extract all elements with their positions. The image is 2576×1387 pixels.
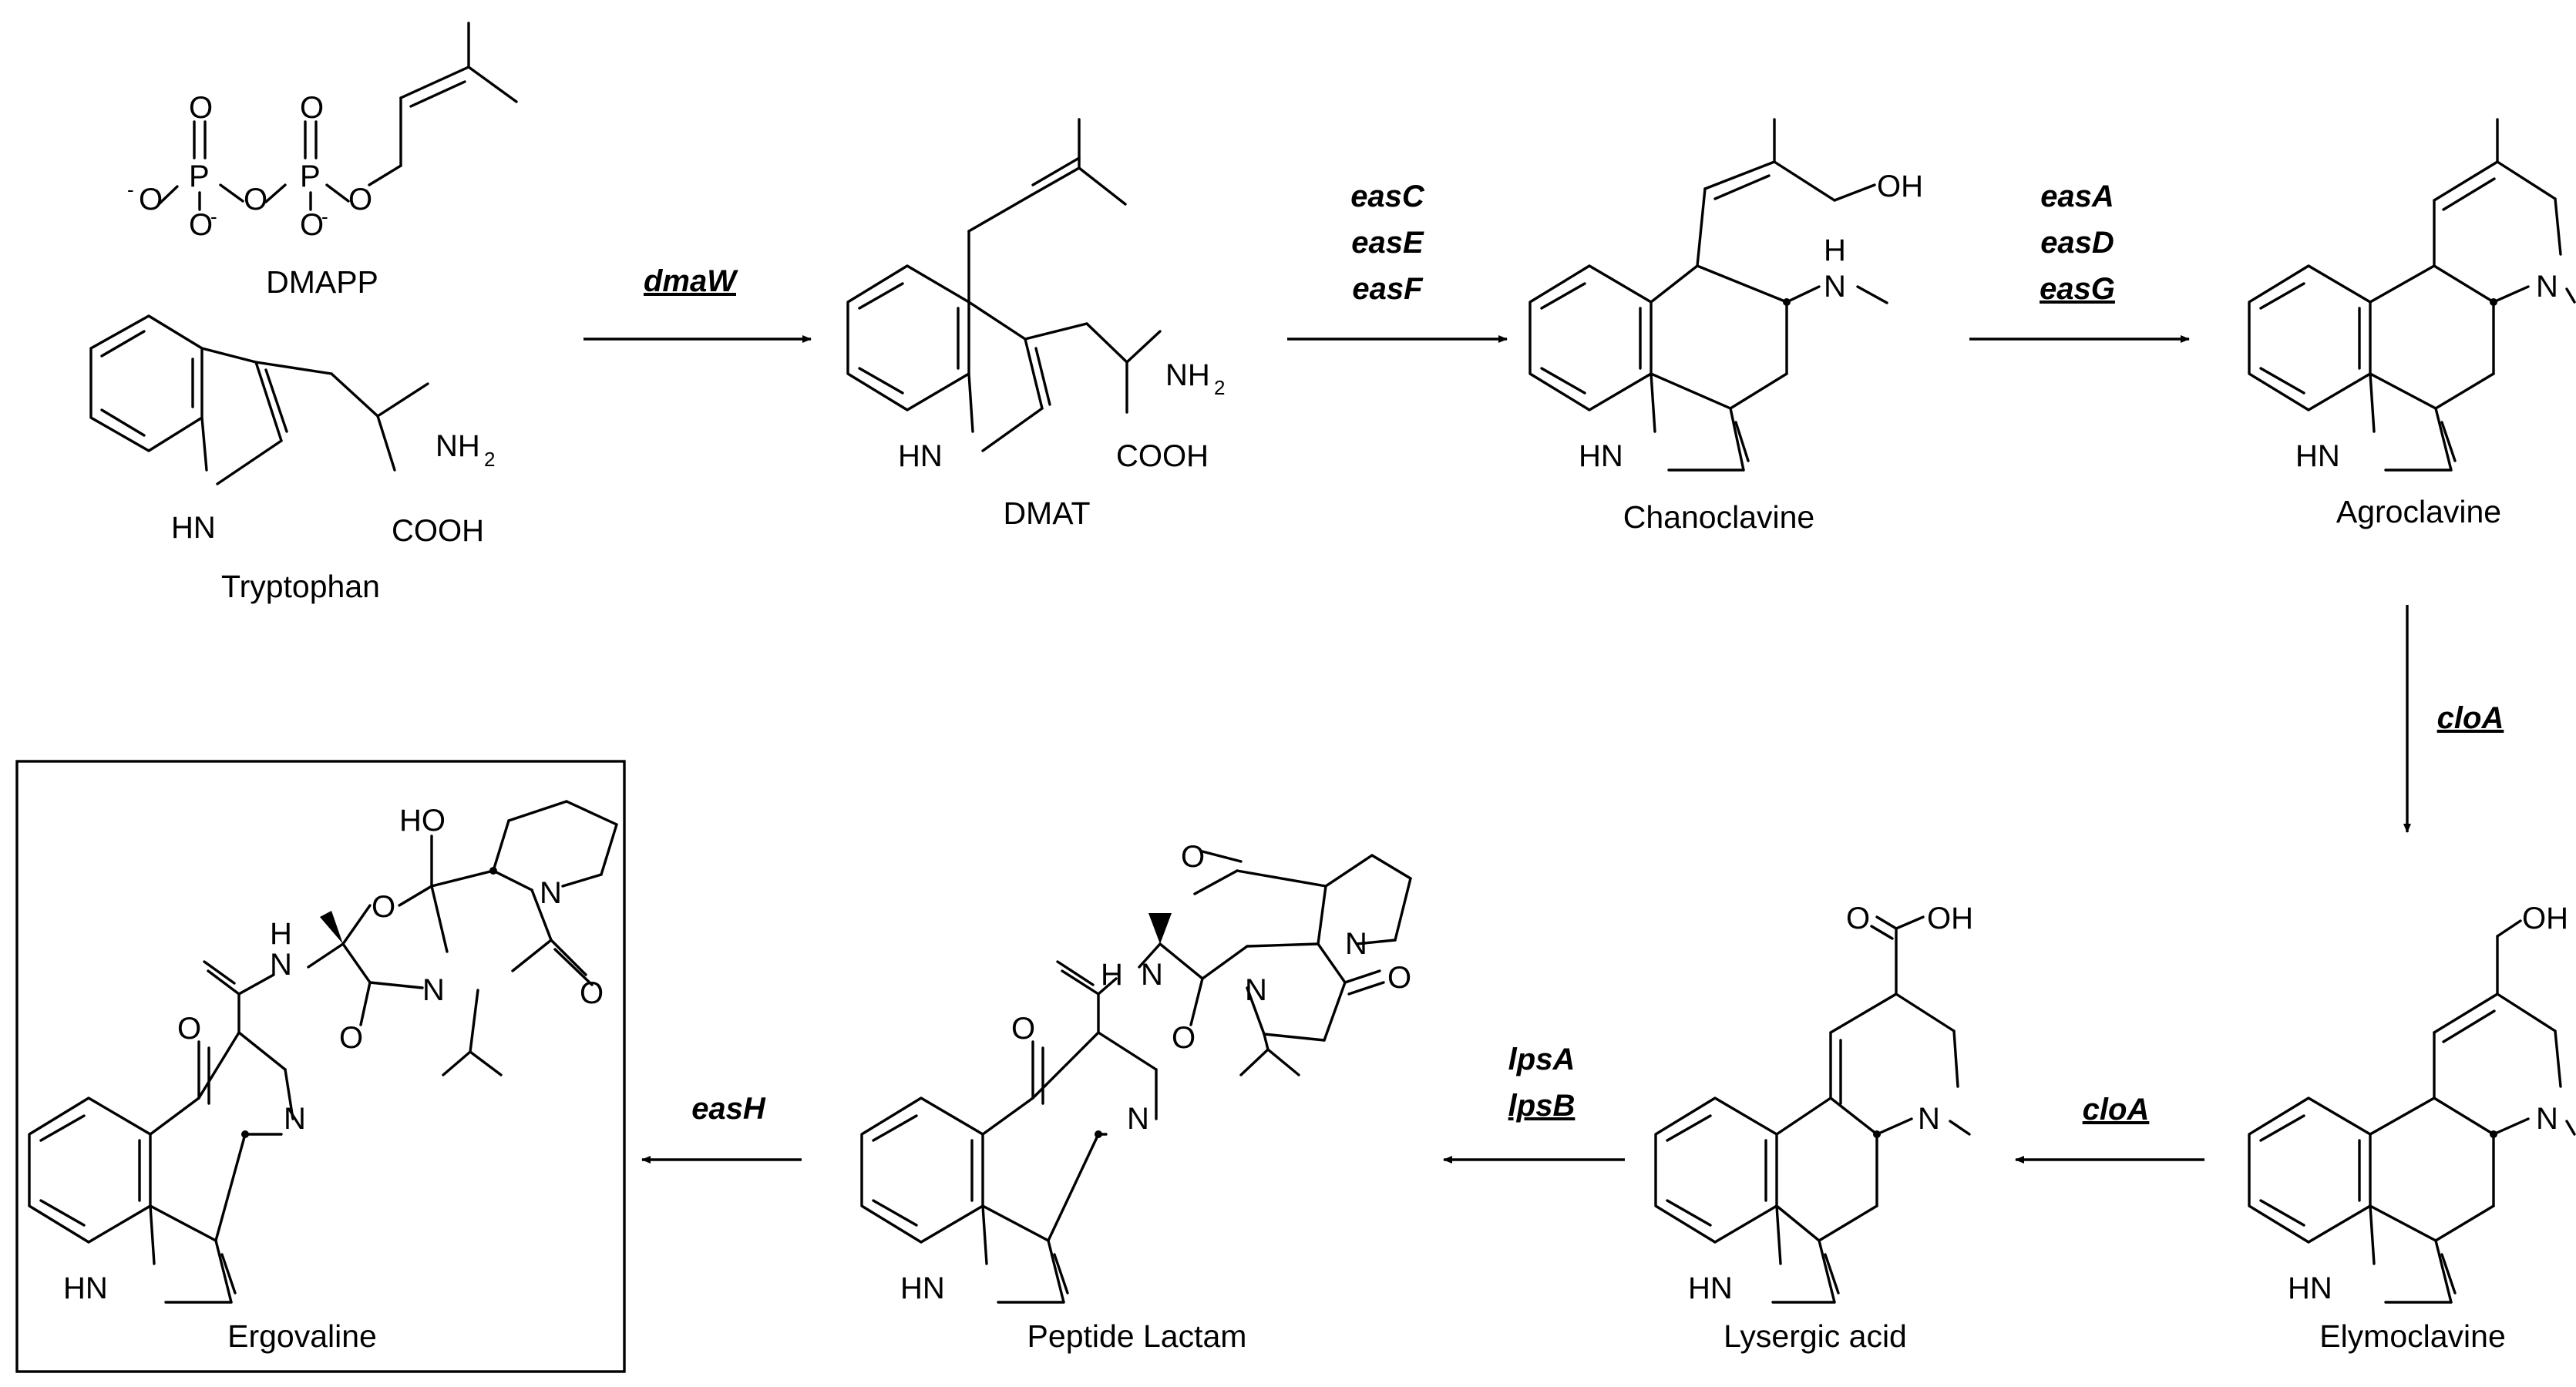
chanoclavine-structure: HN N H OH bbox=[1528, 118, 1923, 473]
atom-hn: HN bbox=[1688, 1271, 1733, 1305]
label-dmat: DMAT bbox=[1003, 495, 1090, 531]
atom-n: N bbox=[1141, 958, 1163, 992]
atom-o: O bbox=[1846, 902, 1870, 935]
label-chanoclavine: Chanoclavine bbox=[1623, 499, 1814, 535]
atom-n: N bbox=[540, 876, 562, 910]
atom-oh: OH bbox=[1877, 170, 1923, 203]
atom-nh2: NH bbox=[1165, 358, 1210, 392]
gene-easG: easG bbox=[2040, 272, 2115, 306]
atom-n: N bbox=[284, 1102, 306, 1136]
atom-o: O bbox=[1011, 1012, 1035, 1046]
label-elymoclavine: Elymoclavine bbox=[2319, 1318, 2506, 1354]
atom-n: N bbox=[2536, 1102, 2558, 1136]
atom-o: O bbox=[300, 208, 324, 242]
atom-h: H bbox=[270, 917, 292, 951]
atom-p: P bbox=[189, 160, 210, 193]
gene-easD: easD bbox=[2040, 226, 2114, 260]
atom-o: O bbox=[1181, 840, 1205, 874]
atom-n: N bbox=[1245, 973, 1267, 1007]
atom-p: P bbox=[300, 160, 321, 193]
dmat-structure: HN NH 2 COOH bbox=[846, 118, 1225, 473]
label-dmapp: DMAPP bbox=[266, 264, 378, 300]
atom-hn: HN bbox=[63, 1271, 108, 1305]
elymoclavine-structure: HN N OH bbox=[2248, 902, 2576, 1305]
atom-hn: HN bbox=[2288, 1271, 2332, 1305]
atom-n: N bbox=[1824, 270, 1846, 304]
atom-o: O bbox=[1172, 1021, 1196, 1055]
ergovaline-structure: HN N O N H O HO O N N O bbox=[28, 800, 618, 1305]
atom-n: N bbox=[270, 948, 292, 982]
atom-ho: HO bbox=[399, 804, 446, 838]
atom-o: O bbox=[189, 208, 213, 242]
lysergic-acid-structure: HN N O OH bbox=[1654, 902, 1973, 1305]
peptide-lactam-structure: HN N O H N O N O N O bbox=[860, 840, 1412, 1305]
atom-oh: OH bbox=[2522, 902, 2568, 935]
subscript: 2 bbox=[1214, 376, 1225, 399]
agroclavine-structure: HN N bbox=[2248, 118, 2576, 473]
ergovaline-box bbox=[15, 760, 626, 1373]
label-agroclavine: Agroclavine bbox=[2336, 494, 2501, 529]
atom-n: N bbox=[422, 973, 445, 1007]
atom-oh: OH bbox=[1927, 902, 1973, 935]
atom-o: O bbox=[189, 91, 213, 125]
gene-easC: easC bbox=[1350, 180, 1425, 213]
label-peptide-lactam: Peptide Lactam bbox=[1027, 1318, 1247, 1354]
subscript: 2 bbox=[484, 448, 495, 471]
atom-hn: HN bbox=[171, 511, 216, 545]
tryptophan-structure: HN NH 2 COOH bbox=[89, 314, 495, 548]
gene-easE: easE bbox=[1351, 226, 1424, 260]
atom-n: N bbox=[2536, 270, 2558, 304]
label-tryptophan: Tryptophan bbox=[221, 569, 380, 604]
dmapp-structure: O O P P O - O O O - O - bbox=[127, 22, 518, 242]
charge: - bbox=[321, 205, 328, 228]
atom-hn: HN bbox=[1579, 439, 1623, 473]
atom-h: H bbox=[1101, 958, 1123, 992]
label-ergovaline: Ergovaline bbox=[227, 1318, 377, 1354]
atom-cooh: COOH bbox=[1116, 439, 1209, 473]
gene-lpsA: lpsA bbox=[1508, 1043, 1576, 1076]
gene-lpsB: lpsB bbox=[1508, 1089, 1576, 1123]
atom-o: O bbox=[300, 91, 324, 125]
atom-n: N bbox=[1127, 1102, 1149, 1136]
atom-o: O bbox=[244, 183, 267, 217]
atom-hn: HN bbox=[2295, 439, 2340, 473]
gene-dmaW: dmaW bbox=[644, 264, 738, 298]
atom-cooh: COOH bbox=[392, 514, 484, 548]
atom-o: O bbox=[348, 183, 372, 217]
gene-easA: easA bbox=[2040, 180, 2114, 213]
atom-o: O bbox=[372, 890, 395, 924]
atom-h: H bbox=[1824, 233, 1846, 267]
atom-o: O bbox=[339, 1021, 363, 1055]
charge: - bbox=[210, 205, 217, 228]
atom-n: N bbox=[1918, 1102, 1940, 1136]
atom-o: O bbox=[177, 1012, 201, 1046]
charge: - bbox=[127, 178, 134, 201]
atom-hn: HN bbox=[898, 439, 943, 473]
gene-cloA-2: cloA bbox=[2083, 1093, 2150, 1127]
gene-cloA: cloA bbox=[2437, 701, 2504, 735]
atom-hn: HN bbox=[900, 1271, 945, 1305]
gene-easF: easF bbox=[1352, 272, 1424, 306]
atom-o: O bbox=[1387, 961, 1411, 995]
atom-nh2: NH bbox=[435, 429, 480, 463]
atom-o: O bbox=[580, 976, 604, 1010]
gene-easH: easH bbox=[691, 1092, 766, 1126]
label-lysergic-acid: Lysergic acid bbox=[1723, 1318, 1907, 1354]
atom-o: O bbox=[139, 183, 163, 217]
atom-n: N bbox=[1345, 927, 1367, 961]
